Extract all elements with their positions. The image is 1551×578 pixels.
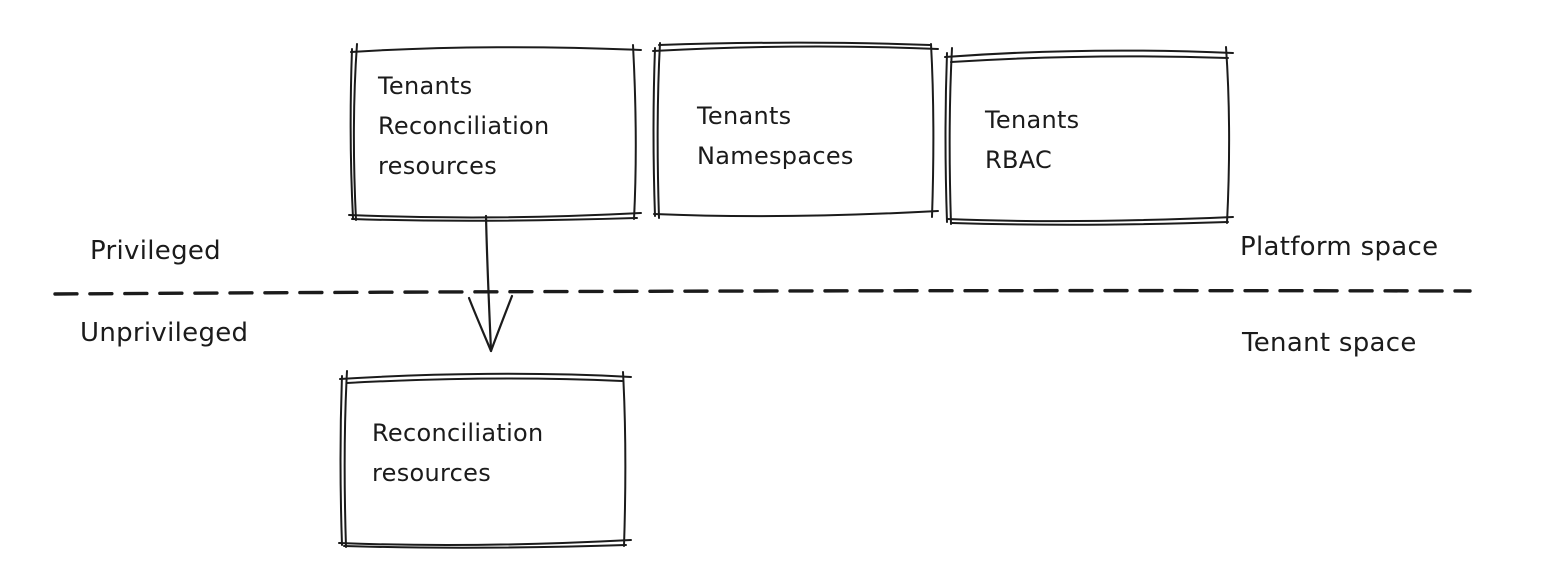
box-label-line: Reconciliation	[372, 419, 544, 447]
box-label-line: Reconciliation	[378, 112, 550, 140]
tenants-rbac-box-outline	[944, 46, 1234, 226]
reconciliation-resources-box-outline	[338, 370, 632, 549]
box-label-line: RBAC	[985, 146, 1053, 174]
tenant-space-label: Tenant space	[1242, 328, 1417, 358]
tenants-reconciliation-resources-box-outline	[348, 43, 642, 222]
tenants-namespaces-box-outline	[652, 41, 939, 219]
unprivileged-label: Unprivileged	[80, 318, 249, 348]
box-label-line: resources	[378, 152, 498, 180]
box-label-line: Tenants	[985, 106, 1080, 134]
privileged-label: Privileged	[90, 236, 221, 266]
box-label-line: Tenants	[697, 102, 792, 130]
tenants-namespaces-box: Tenants Namespaces	[697, 96, 854, 176]
reconciliation-arrow	[467, 214, 514, 353]
privilege-divider-line	[53, 288, 1472, 296]
platform-space-label: Platform space	[1240, 232, 1439, 262]
box-label-line: Namespaces	[697, 142, 854, 170]
box-label-line: Tenants	[378, 72, 473, 100]
reconciliation-resources-box: Reconciliation resources	[372, 413, 544, 493]
box-label-line: resources	[372, 459, 492, 487]
tenants-reconciliation-resources-box: Tenants Reconciliation resources	[378, 66, 550, 186]
tenants-rbac-box: Tenants RBAC	[985, 100, 1080, 180]
